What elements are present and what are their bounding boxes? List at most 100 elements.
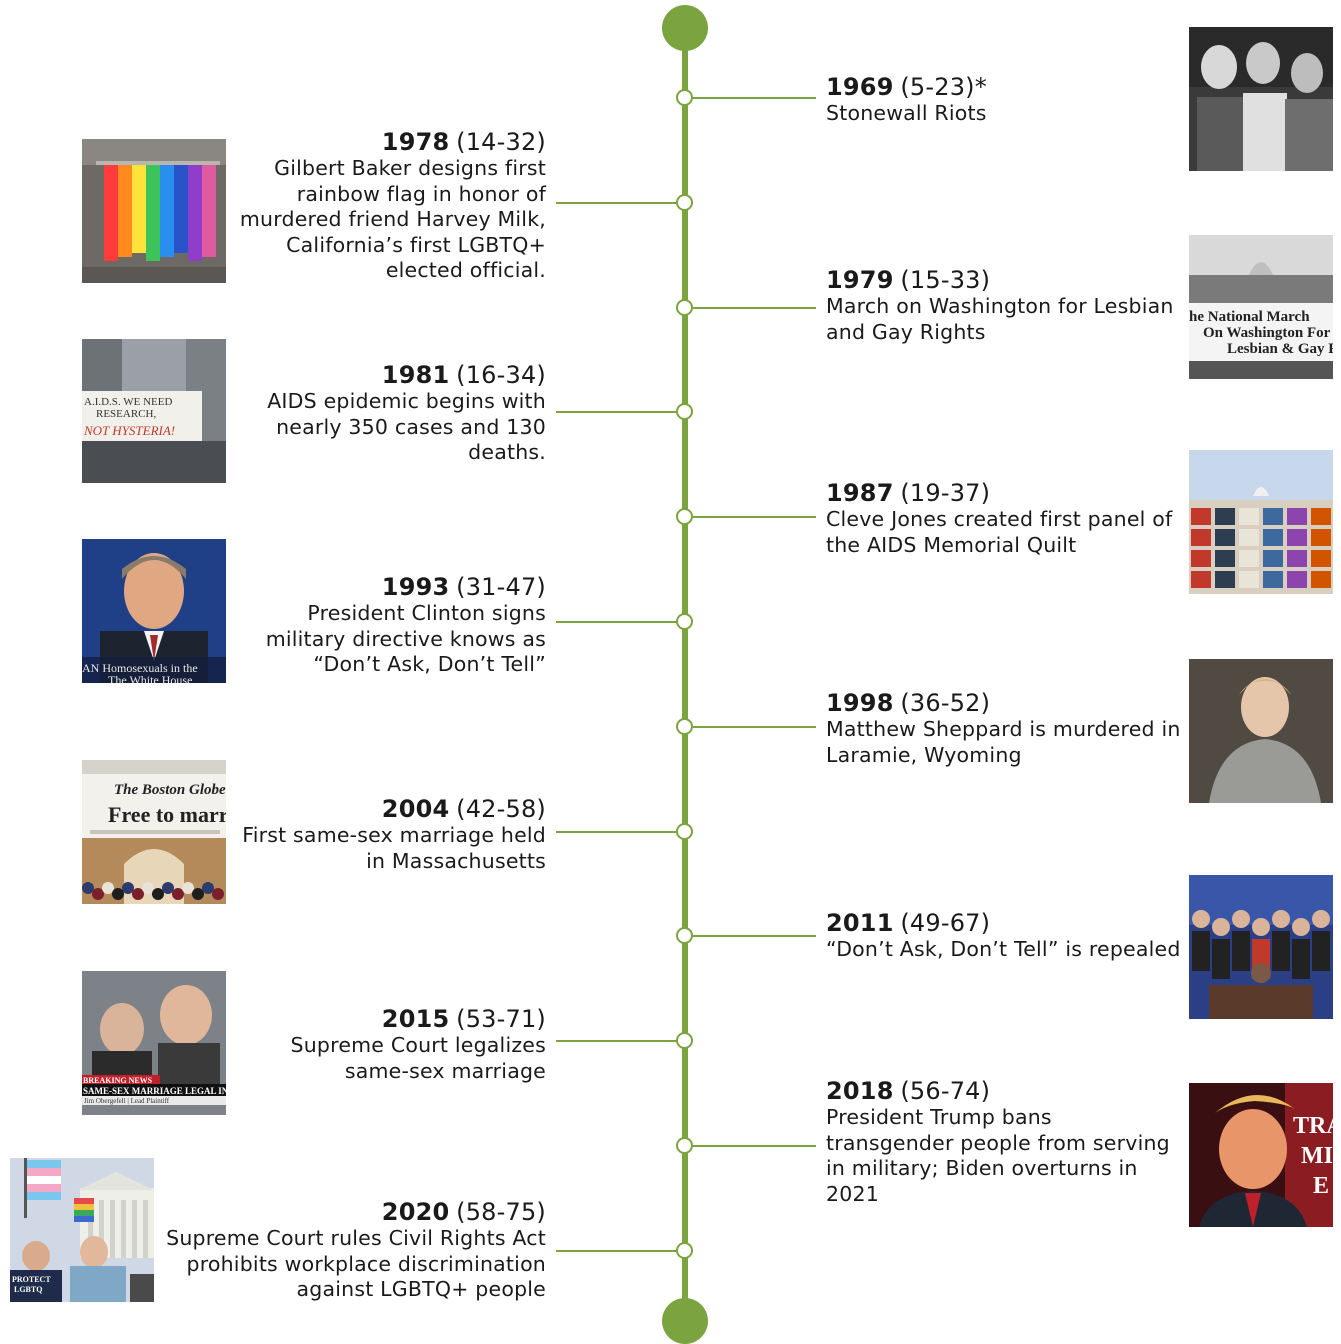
event-2018: 2018 (56-74)President Trump bans transge… <box>826 1078 1182 1207</box>
event-description: Cleve Jones created first panel of the A… <box>826 507 1173 557</box>
event-year: 2004 <box>381 795 450 823</box>
event-description: President Trump bans transgender people … <box>826 1105 1170 1206</box>
connector-line <box>690 516 816 519</box>
event-year: 2015 <box>381 1005 450 1033</box>
event-2015: 2015 (53-71)Supreme Court legalizes same… <box>236 1006 546 1084</box>
event-age-range: (49-67) <box>900 909 991 937</box>
dadt-repeal-photo <box>1189 875 1333 1019</box>
svg-text:Lesbian & Gay R: Lesbian & Gay R <box>1227 341 1333 357</box>
event-heading: 2018 (56-74) <box>826 1078 1182 1105</box>
connector-line <box>556 830 680 833</box>
event-description: First same-sex marriage held in Massachu… <box>242 823 546 873</box>
event-description: Stonewall Riots <box>826 101 987 125</box>
event-year: 1987 <box>826 479 894 507</box>
event-heading: 1969 (5-23)* <box>826 74 1182 101</box>
svg-text:he National March: he National March <box>1189 309 1310 325</box>
rainbow-flag-photo <box>82 139 226 283</box>
supreme-court-rally-photo: PROTECT LGBTQ <box>10 1158 154 1302</box>
event-1993: 1993 (31-47)President Clinton signs mili… <box>236 574 546 678</box>
timeline-node <box>676 613 693 630</box>
event-description: President Clinton signs military directi… <box>265 601 546 676</box>
event-age-range: (5-23)* <box>900 73 987 101</box>
connector-line <box>690 306 816 309</box>
event-age-range: (19-37) <box>900 479 991 507</box>
aids-quilt-photo <box>1189 450 1333 594</box>
connector-line <box>690 1145 816 1147</box>
connector-line <box>690 725 816 728</box>
event-1979: 1979 (15-33)March on Washington for Lesb… <box>826 267 1182 345</box>
svg-text:SAME-SEX MARRIAGE LEGAL IN AL: SAME-SEX MARRIAGE LEGAL IN AL <box>83 1086 226 1096</box>
timeline-node <box>676 1032 693 1050</box>
timeline-end-cap <box>662 1298 708 1344</box>
event-age-range: (56-74) <box>900 1077 991 1105</box>
march-on-washington-photo: he National March On Washington For Lesb… <box>1189 235 1333 379</box>
event-year: 1969 <box>826 73 894 101</box>
timeline-node <box>676 508 693 526</box>
event-1998: 1998 (36-52)Matthew Sheppard is murdered… <box>826 690 1182 768</box>
event-heading: 1987 (19-37) <box>826 480 1182 507</box>
event-1969: 1969 (5-23)*Stonewall Riots <box>826 74 1182 127</box>
timeline-node <box>676 1137 693 1154</box>
svg-text:LGBTQ: LGBTQ <box>14 1285 42 1294</box>
event-description: Matthew Sheppard is murdered in Laramie,… <box>826 717 1181 767</box>
svg-text:MI: MI <box>1301 1143 1333 1169</box>
connector-line <box>556 1249 680 1252</box>
matthew-shepard-photo <box>1189 659 1333 803</box>
svg-text:E: E <box>1313 1173 1329 1199</box>
svg-text:BREAKING NEWS: BREAKING NEWS <box>83 1076 153 1085</box>
connector-line <box>556 621 680 623</box>
event-year: 1978 <box>381 128 450 156</box>
event-heading: 1978 (14-32) <box>236 129 546 156</box>
boston-globe-photo: The Boston Globe Free to marr <box>82 760 226 904</box>
event-heading: 2004 (42-58) <box>236 796 546 823</box>
event-heading: 1981 (16-34) <box>236 362 546 389</box>
event-1981: 1981 (16-34)AIDS epidemic begins with ne… <box>236 362 546 466</box>
event-2004: 2004 (42-58)First same-sex marriage held… <box>236 796 546 874</box>
connector-line <box>690 97 816 99</box>
event-2020: 2020 (58-75)Supreme Court rules Civil Ri… <box>161 1199 546 1303</box>
event-year: 2018 <box>826 1077 894 1105</box>
svg-text:NOT HYSTERIA!: NOT HYSTERIA! <box>83 423 175 438</box>
stonewall-riots-photo <box>1189 27 1333 171</box>
aids-protest-photo: A.I.D.S. WE NEED RESEARCH, NOT HYSTERIA! <box>82 339 226 483</box>
event-description: Gilbert Baker designs first rainbow flag… <box>239 156 546 282</box>
event-year: 2020 <box>381 1198 450 1226</box>
event-description: “Don’t Ask, Don’t Tell” is repealed <box>826 937 1181 961</box>
timeline-spine <box>682 28 688 1320</box>
event-age-range: (58-75) <box>456 1198 546 1226</box>
event-heading: 2011 (49-67) <box>826 910 1182 937</box>
timeline-node <box>676 822 693 840</box>
event-age-range: (53-71) <box>456 1005 546 1033</box>
svg-text:Free to marr: Free to marr <box>108 802 226 827</box>
event-heading: 1993 (31-47) <box>236 574 546 601</box>
event-year: 1998 <box>826 689 894 717</box>
svg-text:A.I.D.S. WE NEED: A.I.D.S. WE NEED <box>84 396 172 408</box>
event-description: Supreme Court legalizes same-sex marriag… <box>290 1033 546 1083</box>
obergefell-photo: BREAKING NEWS SAME-SEX MARRIAGE LEGAL IN… <box>82 971 226 1115</box>
timeline-node <box>676 89 693 106</box>
connector-line <box>556 201 680 204</box>
event-year: 1993 <box>381 573 450 601</box>
event-age-range: (42-58) <box>456 795 546 823</box>
event-year: 2011 <box>826 909 894 937</box>
timeline-node <box>676 193 693 211</box>
svg-text:AN Homosexuals in the: AN Homosexuals in the <box>82 661 198 675</box>
trump-photo: TRA MI E <box>1189 1083 1333 1227</box>
timeline-node <box>676 717 693 735</box>
event-year: 1979 <box>826 266 894 294</box>
svg-text:PROTECT: PROTECT <box>12 1275 51 1284</box>
event-age-range: (16-34) <box>456 361 546 389</box>
timeline-start-cap <box>662 5 708 51</box>
svg-text:The Boston Globe: The Boston Globe <box>114 782 226 798</box>
timeline-node <box>676 403 693 421</box>
clinton-photo: AN Homosexuals in the The White House <box>82 539 226 683</box>
event-description: March on Washington for Lesbian and Gay … <box>826 294 1174 344</box>
event-1987: 1987 (19-37)Cleve Jones created first pa… <box>826 480 1182 558</box>
timeline-node <box>676 298 693 316</box>
svg-text:Jim Obergefell | Lead Plaintif: Jim Obergefell | Lead Plaintiff <box>84 1097 170 1105</box>
event-description: AIDS epidemic begins with nearly 350 cas… <box>267 389 546 464</box>
event-heading: 1979 (15-33) <box>826 267 1182 294</box>
event-heading: 1998 (36-52) <box>826 690 1182 717</box>
svg-text:The White House: The White House <box>108 673 192 683</box>
